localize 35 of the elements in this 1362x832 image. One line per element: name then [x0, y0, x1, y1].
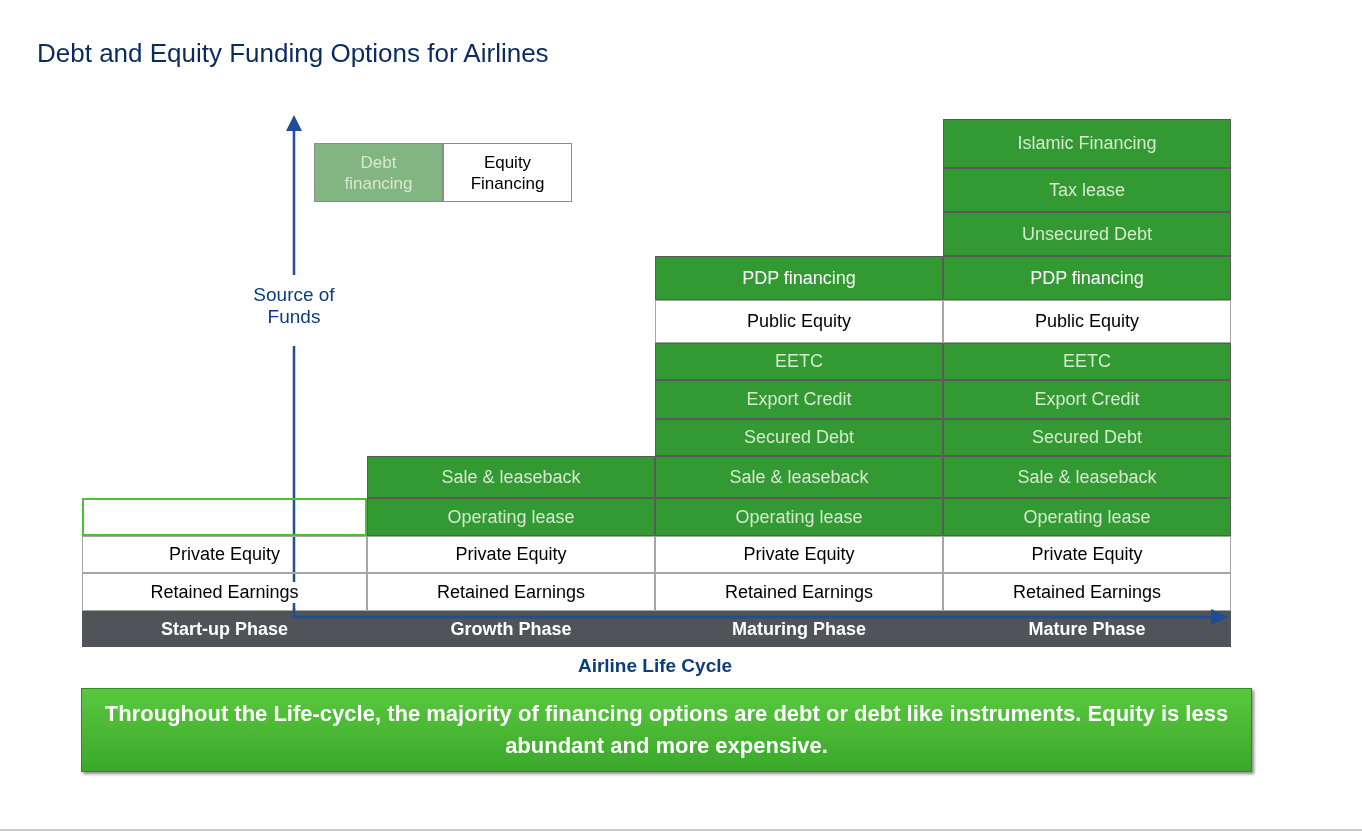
debt-option-box: Sale & leaseback	[943, 456, 1231, 498]
legend-label: Equity Financing	[469, 151, 546, 195]
debt-option-box: Tax lease	[943, 168, 1231, 212]
phase-bar: Start-up Phase	[82, 611, 367, 647]
debt-option-box: Sale & leaseback	[367, 456, 655, 498]
axis-label: Airline Life Cycle	[576, 655, 734, 677]
debt-option-box: EETC	[655, 343, 943, 380]
debt-option-box: Unsecured Debt	[943, 212, 1231, 256]
equity-option-box: Retained Earnings	[367, 573, 655, 611]
equity-option-box: Private Equity	[367, 536, 655, 573]
debt-option-box: Export Credit	[655, 380, 943, 419]
debt-option-box: Sale & leaseback	[655, 456, 943, 498]
diagram-title: Debt and Equity Funding Options for Airlines	[37, 38, 549, 69]
debt-option-box: PDP financing	[655, 256, 943, 300]
debt-option-box: Export Credit	[943, 380, 1231, 419]
equity-option-box: Private Equity	[655, 536, 943, 573]
phase-bar: Maturing Phase	[655, 611, 943, 647]
debt-option-box: Operating lease	[655, 498, 943, 536]
phase-bar: Mature Phase	[943, 611, 1231, 647]
legend-label: Debt financing	[343, 151, 414, 195]
debt-option-box: Secured Debt	[655, 419, 943, 456]
equity-option-box: Private Equity	[82, 536, 367, 573]
debt-option-box: Operating lease	[943, 498, 1231, 536]
equity-option-box: Retained Earnings	[943, 573, 1231, 611]
debt-option-box: Secured Debt	[943, 419, 1231, 456]
phase-bar: Growth Phase	[367, 611, 655, 647]
equity-option-box: Private Equity	[943, 536, 1231, 573]
equity-option-box: Retained Earnings	[655, 573, 943, 611]
debt-option-box: PDP financing	[943, 256, 1231, 300]
axis-label: Source of Funds	[252, 284, 336, 328]
debt-option-box: EETC	[943, 343, 1231, 380]
debt-option-box: Operating lease	[367, 498, 655, 536]
summary-banner: Throughout the Life-cycle, the majority of financing options are debt or debt like instruments. Equity is less abundant and more expensive.	[81, 688, 1252, 772]
debt-option-box: Islamic Financing	[943, 119, 1231, 168]
equity-option-box: Retained Earnings	[82, 573, 367, 611]
